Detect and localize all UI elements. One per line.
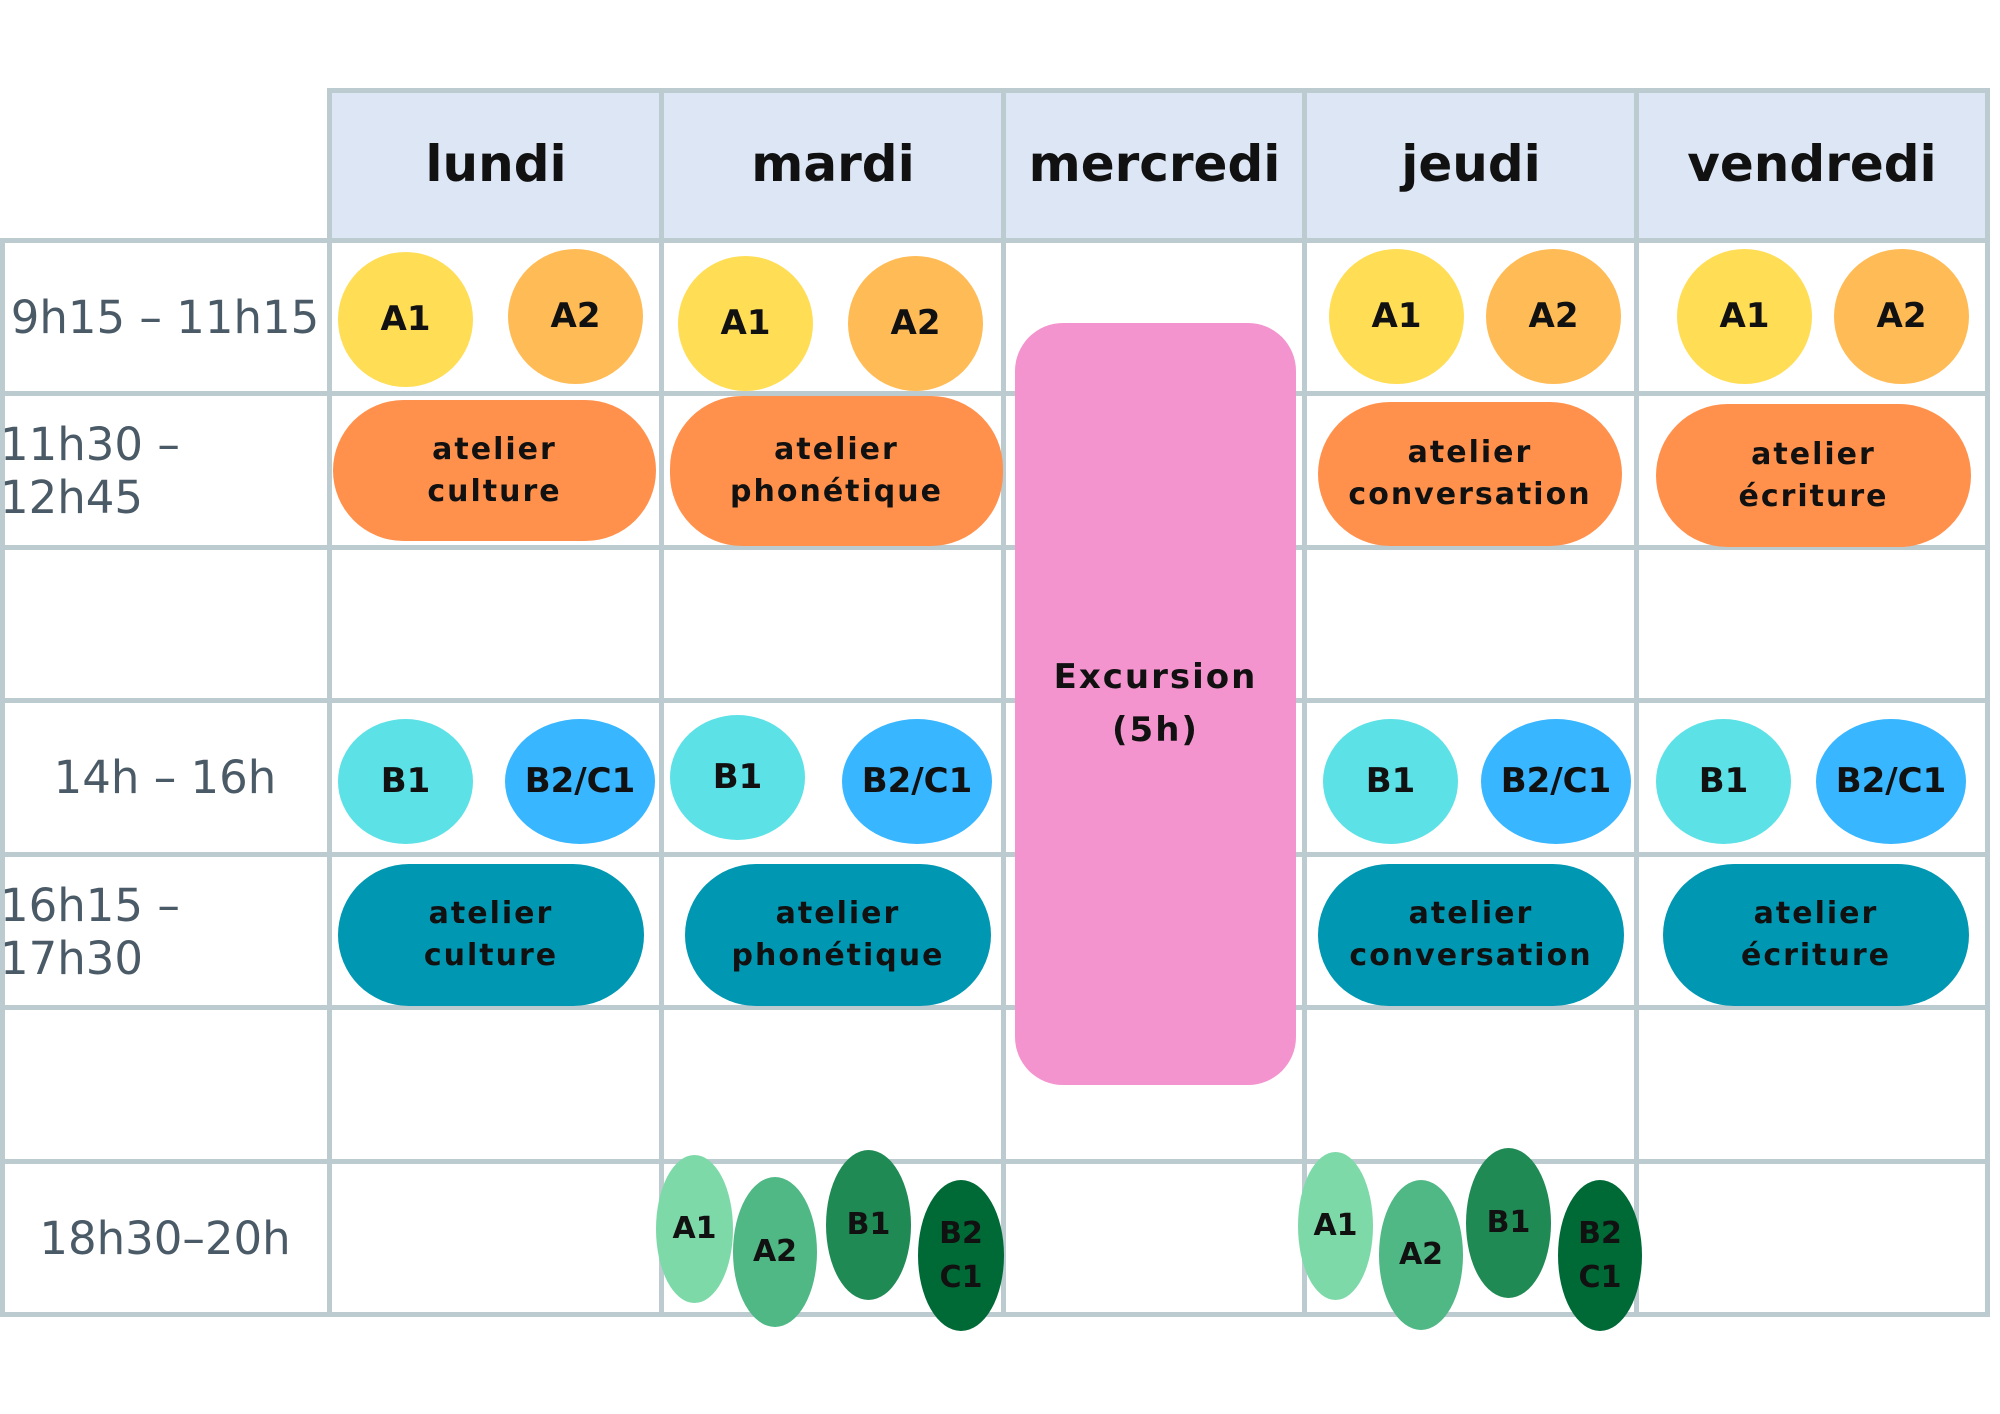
level-a2-badge: A2	[1486, 249, 1621, 384]
day-header-lundi: lundi	[425, 135, 567, 193]
level-b1-badge: B1	[338, 719, 473, 844]
level-b2c1-badge: B2/C1	[842, 719, 992, 844]
grid-line	[0, 545, 1990, 550]
day-header-mardi: mardi	[751, 135, 915, 193]
evening-level-a1-badge: A1	[656, 1155, 733, 1303]
level-b1-badge: B1	[670, 715, 805, 840]
header-row-background	[330, 88, 1990, 240]
evening-level-a2-badge: A2	[1379, 1180, 1463, 1330]
workshop-ecriture-afternoon: atelier écriture	[1663, 864, 1969, 1006]
level-b1-badge: B1	[1656, 719, 1791, 844]
grid-line	[0, 1312, 1990, 1317]
time-slot-label	[0, 1008, 330, 1161]
level-a2-badge: A2	[1834, 249, 1969, 384]
level-b2c1-badge: B2/C1	[1481, 719, 1631, 844]
workshop-phonetique-morning: atelier phonétique	[670, 396, 1003, 546]
grid-line	[0, 238, 1990, 243]
grid-line	[1634, 88, 1639, 1317]
grid-line	[1985, 88, 1990, 1317]
grid-line	[0, 698, 1990, 703]
time-slot-label: 16h15 – 17h30	[0, 878, 180, 985]
day-header-mercredi: mercredi	[1028, 135, 1281, 193]
time-slot-label: 11h30 – 12h45	[0, 417, 180, 524]
workshop-phonetique-afternoon: atelier phonétique	[685, 864, 991, 1006]
grid-line	[0, 238, 5, 1317]
time-slot-label: 9h15 – 11h15	[10, 291, 320, 344]
excursion-block: Excursion (5h)	[1015, 323, 1296, 1085]
level-a1-badge: A1	[678, 256, 813, 391]
evening-level-b2c1-badge: B2 C1	[918, 1180, 1004, 1331]
grid-line	[659, 88, 664, 1317]
grid-line	[1001, 88, 1006, 1317]
grid-line	[1302, 88, 1307, 1317]
grid-line	[327, 88, 332, 1317]
time-slot-label: 14h – 16h	[53, 751, 277, 804]
workshop-conversation-afternoon: atelier conversation	[1318, 864, 1624, 1006]
workshop-conversation-morning: atelier conversation	[1318, 402, 1622, 546]
day-header-jeudi: jeudi	[1401, 135, 1541, 193]
level-a1-badge: A1	[338, 252, 473, 387]
workshop-culture-morning: atelier culture	[333, 400, 656, 541]
level-b2c1-badge: B2/C1	[505, 719, 655, 844]
grid-line	[0, 391, 1990, 396]
level-a2-badge: A2	[848, 256, 983, 391]
workshop-culture-afternoon: atelier culture	[338, 864, 644, 1006]
evening-level-b1-badge: B1	[1466, 1148, 1551, 1298]
level-b2c1-badge: B2/C1	[1816, 719, 1966, 844]
time-slot-label: 18h30–20h	[39, 1212, 291, 1265]
workshop-ecriture-morning: atelier écriture	[1656, 404, 1971, 547]
grid-line	[0, 852, 1990, 857]
grid-line	[330, 88, 1990, 93]
day-header-vendredi: vendredi	[1687, 135, 1937, 193]
evening-level-b2c1-badge: B2 C1	[1558, 1180, 1642, 1331]
level-a2-badge: A2	[508, 249, 643, 384]
level-b1-badge: B1	[1323, 719, 1458, 844]
evening-level-a1-badge: A1	[1298, 1152, 1373, 1300]
evening-level-a2-badge: A2	[733, 1177, 817, 1327]
level-a1-badge: A1	[1677, 249, 1812, 384]
evening-level-b1-badge: B1	[826, 1150, 911, 1300]
level-a1-badge: A1	[1329, 249, 1464, 384]
grid-line	[0, 1159, 1990, 1164]
time-slot-label	[0, 548, 330, 701]
grid-line	[0, 1005, 1990, 1010]
